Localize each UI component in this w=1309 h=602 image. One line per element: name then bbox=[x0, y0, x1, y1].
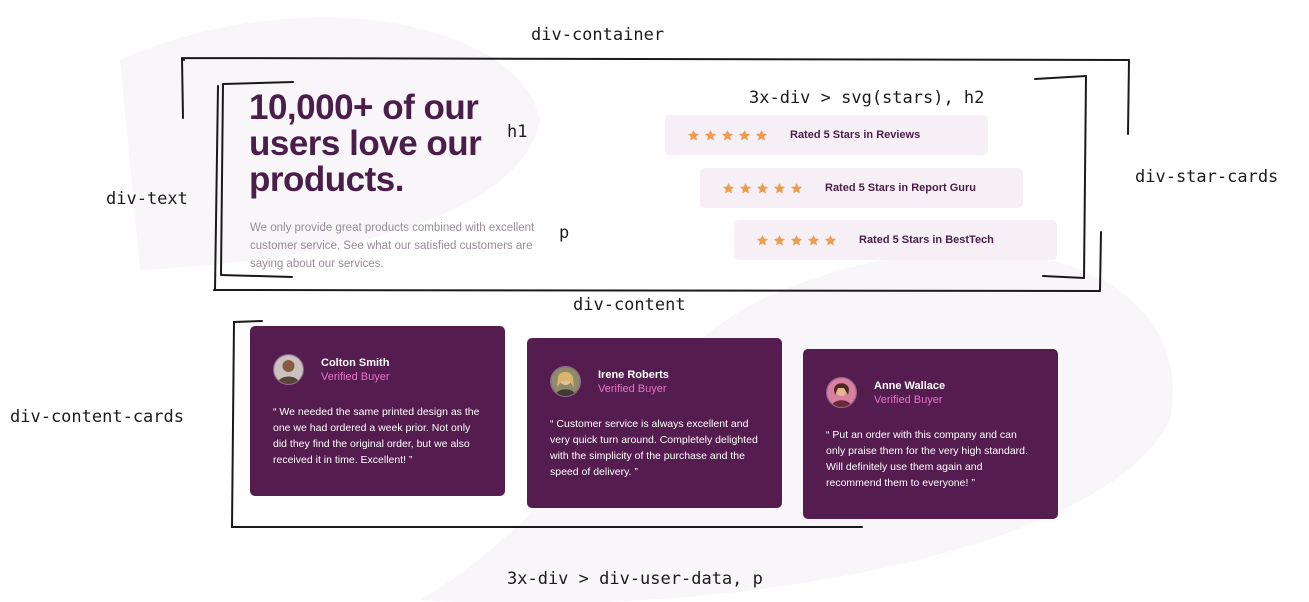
star-icon bbox=[790, 182, 803, 193]
star-icon bbox=[739, 182, 752, 193]
star-icon bbox=[722, 182, 735, 193]
hero-paragraph: We only provide great products combined … bbox=[250, 222, 535, 270]
label-h1: h1 bbox=[507, 122, 528, 142]
avatar bbox=[550, 366, 581, 397]
star-icon bbox=[721, 129, 734, 140]
star-rating bbox=[722, 182, 803, 195]
user-data: Irene Roberts Verified Buyer bbox=[550, 366, 669, 397]
star-card-label: Rated 5 Stars in Reviews bbox=[790, 129, 921, 141]
star-card-label: Rated 5 Stars in Report Guru bbox=[825, 182, 976, 194]
star-card: Rated 5 Stars in Report Guru bbox=[700, 168, 1023, 208]
avatar bbox=[826, 377, 857, 408]
label-div-star-cards: div-star-cards bbox=[1135, 167, 1279, 187]
star-icon bbox=[790, 234, 803, 245]
avatar bbox=[273, 354, 304, 385]
star-icon bbox=[773, 234, 786, 245]
star-icon bbox=[773, 182, 786, 193]
star-card: Rated 5 Stars in BestTech bbox=[734, 220, 1057, 260]
star-card: Rated 5 Stars in Reviews bbox=[665, 115, 988, 155]
user-name: Anne Wallace bbox=[874, 379, 946, 392]
hero-heading: 10,000+ of our users love our products. bbox=[249, 88, 482, 199]
user-role: Verified Buyer bbox=[874, 393, 943, 406]
label-content-cards-structure: 3x-div > div-user-data, p bbox=[507, 569, 763, 589]
star-icon bbox=[756, 182, 769, 193]
testimonial-card: Irene Roberts Verified Buyer “ Customer … bbox=[527, 338, 782, 508]
label-div-content: div-content bbox=[573, 295, 686, 315]
star-icon bbox=[704, 129, 717, 140]
user-role: Verified Buyer bbox=[321, 370, 390, 383]
testimonial-quote: “ Customer service is always excellent a… bbox=[550, 418, 758, 478]
label-star-cards-structure: 3x-div > svg(stars), h2 bbox=[749, 88, 985, 108]
star-icon bbox=[738, 129, 751, 140]
label-div-content-cards: div-content-cards bbox=[10, 407, 184, 427]
star-icon bbox=[807, 234, 820, 245]
user-name: Colton Smith bbox=[321, 356, 390, 369]
testimonial-quote: “ Put an order with this company and can… bbox=[826, 429, 1028, 489]
star-rating bbox=[756, 234, 837, 247]
user-data: Colton Smith Verified Buyer bbox=[273, 354, 389, 385]
label-div-container: div-container bbox=[531, 25, 665, 45]
testimonial-card: Colton Smith Verified Buyer “ We needed … bbox=[250, 326, 505, 496]
star-card-label: Rated 5 Stars in BestTech bbox=[859, 234, 994, 246]
testimonial-card: Anne Wallace Verified Buyer “ Put an ord… bbox=[803, 349, 1058, 519]
label-div-text: div-text bbox=[106, 189, 188, 209]
user-name: Irene Roberts bbox=[598, 368, 669, 381]
star-icon bbox=[824, 234, 837, 245]
testimonial-quote: “ We needed the same printed design as t… bbox=[273, 406, 480, 466]
star-icon bbox=[755, 129, 768, 140]
star-icon bbox=[756, 234, 769, 245]
label-p: p bbox=[559, 223, 570, 243]
user-data: Anne Wallace Verified Buyer bbox=[826, 377, 945, 408]
star-icon bbox=[687, 129, 700, 140]
user-role: Verified Buyer bbox=[598, 382, 667, 395]
star-rating bbox=[687, 129, 768, 142]
